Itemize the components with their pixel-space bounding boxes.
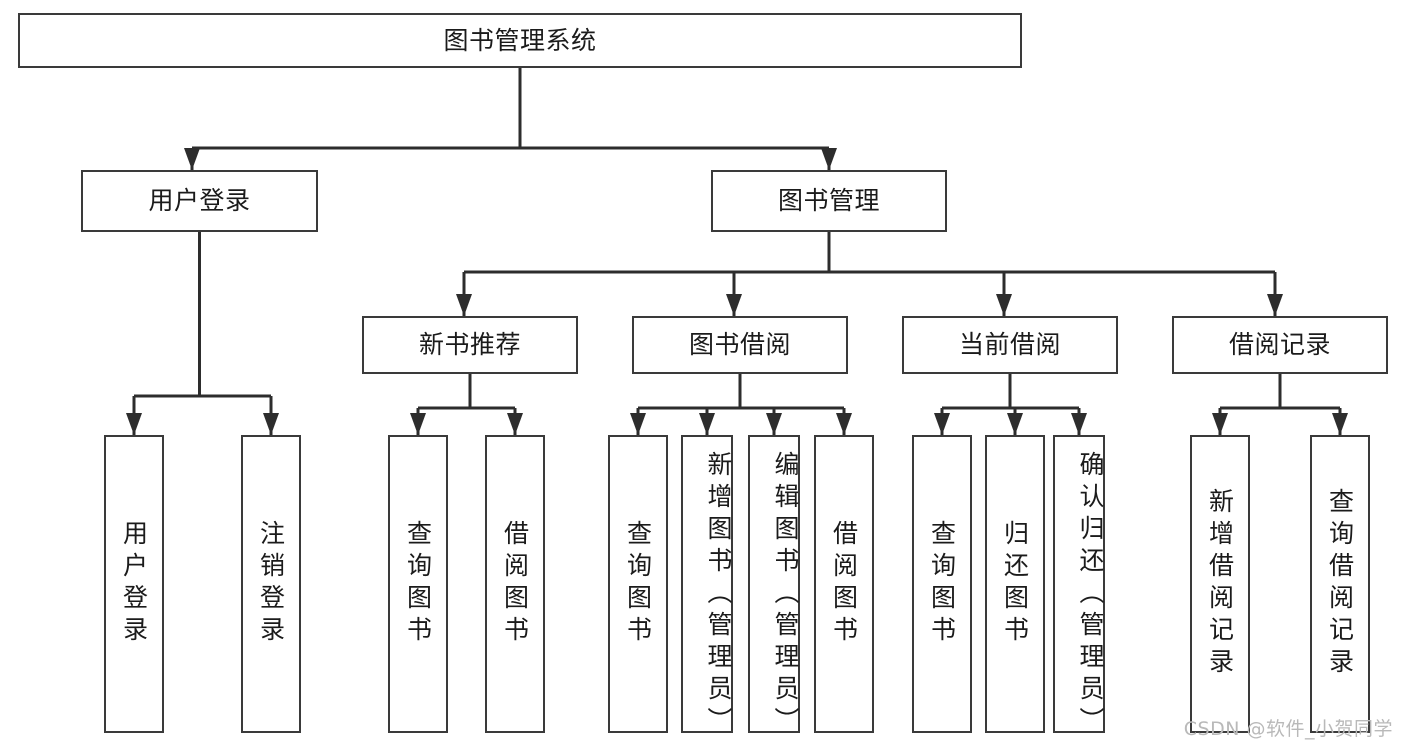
watermark-text: CSDN @软件_小贺同学	[1183, 718, 1393, 740]
node-label: 借阅图书	[500, 520, 530, 648]
node-user-login: 用户登录	[81, 170, 318, 232]
node-label: 当前借阅	[958, 330, 1061, 359]
node-leaf-query-book-3: 查询图书	[912, 435, 972, 733]
node-label: 图书借阅	[688, 330, 791, 359]
node-label: 归还图书	[1000, 520, 1030, 648]
node-label: 新增借阅记录	[1205, 488, 1235, 680]
node-label: 查询图书	[927, 520, 957, 648]
node-borrow-record: 借阅记录	[1172, 316, 1388, 374]
node-label: 查询借阅记录	[1325, 488, 1355, 680]
node-label: 用户登录	[119, 520, 149, 648]
node-label: 确认归还（管理员）	[1076, 451, 1105, 739]
node-leaf-return-book: 归还图书	[985, 435, 1045, 733]
node-label: 用户登录	[148, 186, 251, 215]
node-leaf-user-login: 用户登录	[104, 435, 164, 733]
node-label: 查询图书	[623, 520, 653, 648]
node-new-book-rec: 新书推荐	[362, 316, 578, 374]
node-label: 新增图书（管理员）	[704, 451, 733, 739]
node-leaf-borrow-book-1: 借阅图书	[485, 435, 545, 733]
node-label: 图书管理	[777, 186, 880, 215]
node-label: 借阅记录	[1228, 330, 1331, 359]
node-book-borrow: 图书借阅	[632, 316, 848, 374]
node-current-borrow: 当前借阅	[902, 316, 1118, 374]
node-label: 查询图书	[403, 520, 433, 648]
node-label: 编辑图书（管理员）	[771, 451, 800, 739]
node-root: 图书管理系统	[18, 13, 1022, 68]
node-label: 图书管理系统	[443, 25, 597, 55]
node-leaf-query-record: 查询借阅记录	[1310, 435, 1370, 733]
node-leaf-user-logout: 注销登录	[241, 435, 301, 733]
node-leaf-query-book-2: 查询图书	[608, 435, 668, 733]
node-leaf-confirm-return: 确认归还（管理员）	[1053, 435, 1105, 739]
node-leaf-edit-book: 编辑图书（管理员）	[748, 435, 800, 739]
node-leaf-borrow-book-2: 借阅图书	[814, 435, 874, 733]
node-leaf-add-record: 新增借阅记录	[1190, 435, 1250, 733]
node-book-manage: 图书管理	[711, 170, 947, 232]
node-label: 新书推荐	[418, 330, 521, 359]
node-label: 借阅图书	[829, 520, 859, 648]
node-label: 注销登录	[256, 520, 286, 648]
node-leaf-query-book-1: 查询图书	[388, 435, 448, 733]
node-leaf-add-book: 新增图书（管理员）	[681, 435, 733, 739]
